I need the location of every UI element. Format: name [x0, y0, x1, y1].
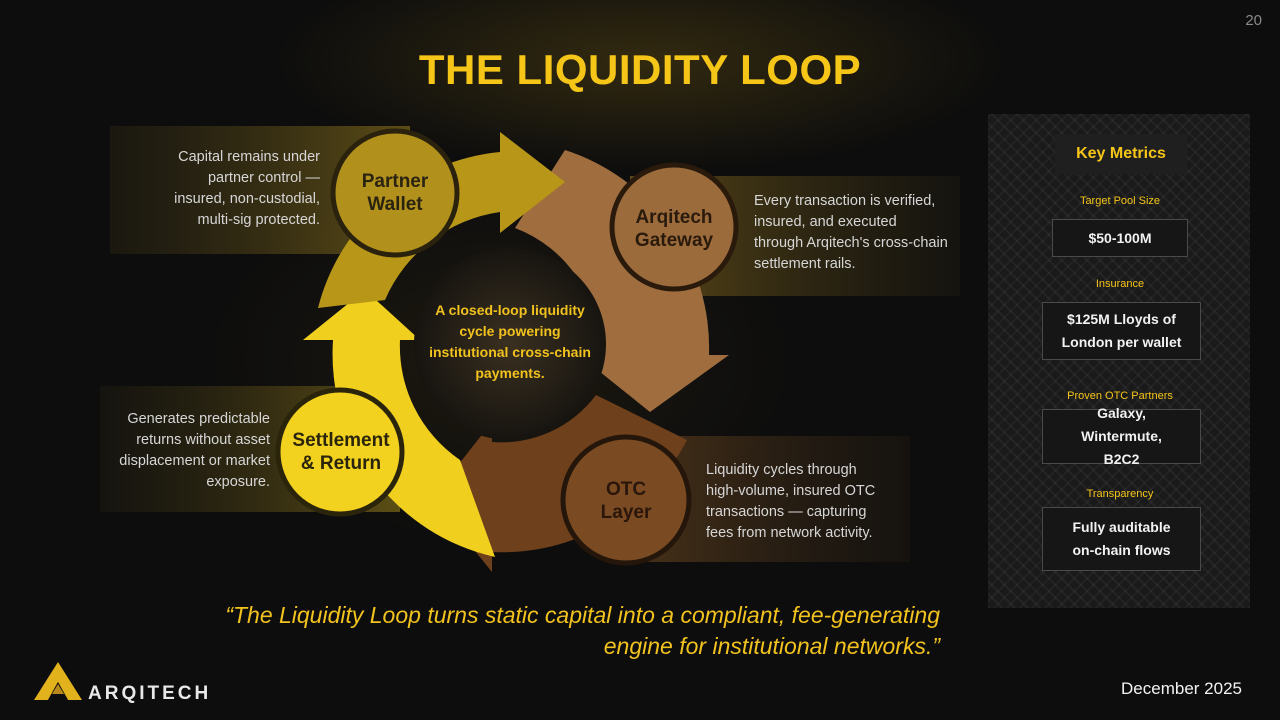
closing-quote: “The Liquidity Loop turns static capital… [225, 602, 940, 659]
arqitech-logo-icon [34, 662, 82, 700]
callout-settlement-return: Generates predictable returns without as… [119, 411, 270, 490]
metric-label-pool-size: Target Pool Size [1079, 195, 1161, 207]
metric-label-transparency: Transparency [1086, 488, 1154, 500]
node-label-partner-wallet: Partner Wallet [361, 171, 429, 215]
footer-date: December 2025 [1121, 679, 1242, 698]
callout-otc-layer: Liquidity cycles through high-volume, in… [706, 462, 876, 541]
loop-center-disk [414, 248, 606, 440]
arrow-settlement-to-wallet [303, 290, 495, 557]
metric-value-transparency: Fully auditable on-chain flows [1042, 507, 1201, 571]
node-arqitech-gateway [609, 162, 739, 292]
key-metrics-title: Key Metrics [1055, 134, 1187, 174]
arrow-gateway-to-otc [515, 150, 729, 412]
node-partner-wallet [330, 128, 460, 258]
page-number: 20 [1245, 12, 1262, 29]
node-label-settlement-return: Settlement & Return [292, 430, 390, 474]
node-label-otc-layer: OTC Layer [600, 479, 652, 523]
metric-label-otc-partners: Proven OTC Partners [1067, 390, 1173, 402]
callout-arqitech-gateway: Every transaction is verified, insured, … [754, 193, 948, 272]
page-title: THE LIQUIDITY LOOP [418, 46, 862, 93]
node-label-arqitech-gateway: Arqitech Gateway [634, 207, 714, 251]
callout-partner-wallet: Capital remains under partner control — … [174, 149, 320, 228]
metric-value-otc-partners: Galaxy, Wintermute, B2C2 [1042, 405, 1201, 467]
node-otc-layer [560, 434, 692, 566]
metric-value-insurance: $125M Lloyds of London per wallet [1042, 302, 1201, 360]
metric-value-pool-size: $50-100M [1052, 219, 1188, 257]
brand-name: ARQITECH [88, 683, 212, 704]
loop-center-text: A closed-loop liquidity cycle powering i… [429, 302, 591, 381]
node-settlement-return [275, 387, 405, 517]
metric-label-insurance: Insurance [1095, 278, 1145, 290]
